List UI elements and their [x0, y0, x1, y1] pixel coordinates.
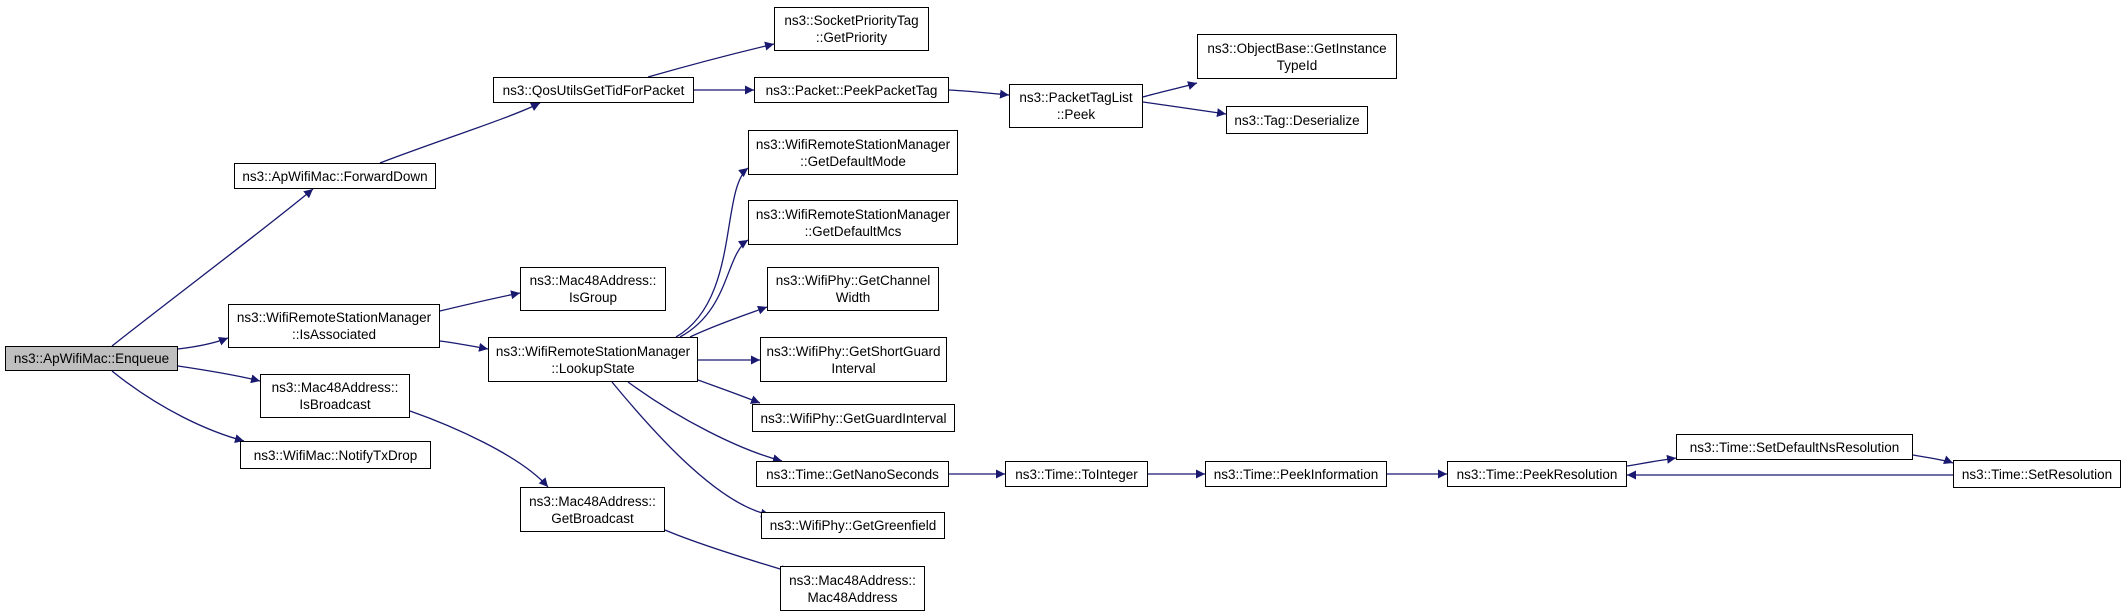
node-label-line: ns3::Mac48Address::: [529, 493, 656, 509]
node-label-line: ns3::WifiPhy::GetChannel: [775, 273, 931, 288]
node-get-greenfield[interactable]: ns3::WifiPhy::GetGreenfield: [761, 512, 945, 539]
node-get-nano-seconds[interactable]: ns3::Time::GetNanoSeconds: [756, 461, 949, 487]
edge-peek-resolution-to-set-default-ns-resolution: [1626, 454, 1677, 467]
edge-tag-list-peek-to-deserialize: [1142, 101, 1227, 118]
edge-lookup-state-to-get-nano-seconds: [627, 381, 783, 464]
node-is-associated[interactable]: ns3::WifiRemoteStationManager::IsAssocia…: [228, 304, 440, 348]
node-label-line: ::GetDefaultMcs: [804, 223, 902, 239]
node-label-line: ns3::ObjectBase::GetInstance: [1207, 40, 1387, 56]
node-label-line: ns3::WifiPhy::GetGreenfield: [769, 518, 937, 533]
node-label-line: IsGroup: [568, 290, 618, 305]
node-lookup-state[interactable]: ns3::WifiRemoteStationManager::LookupSta…: [488, 337, 698, 382]
node-label-line: ns3::QosUtilsGetTidForPacket: [502, 82, 685, 98]
edge-lookup-state-to-get-guard-interval: [697, 379, 761, 404]
node-label-line: ns3::PacketTagList: [1019, 90, 1133, 105]
node-deserialize[interactable]: ns3::Tag::Deserialize: [1226, 106, 1368, 134]
node-label-line: ns3::SocketPriorityTag: [784, 13, 919, 28]
node-socket-priority[interactable]: ns3::SocketPriorityTag::GetPriority: [774, 7, 929, 51]
node-enqueue[interactable]: ns3::ApWifiMac::Enqueue: [5, 346, 178, 371]
node-label-line: ns3::Mac48Address::: [271, 380, 399, 395]
edge-is-associated-to-lookup-state: [439, 340, 489, 352]
node-notify-tx-drop[interactable]: ns3::WifiMac::NotifyTxDrop: [240, 441, 431, 469]
edge-qos-utils-get-tid-to-socket-priority: [647, 41, 775, 78]
node-label-line: ns3::Packet::PeekPacketTag: [765, 82, 938, 98]
edge-enqueue-to-is-broadcast: [177, 365, 261, 384]
node-label-line: ns3::Time::SetDefaultNsResolution: [1689, 439, 1900, 455]
node-is-broadcast[interactable]: ns3::Mac48Address::IsBroadcast: [260, 374, 410, 418]
node-label-line: GetBroadcast: [551, 510, 634, 526]
node-label-line: Interval: [831, 360, 876, 376]
edge-enqueue-to-notify-tx-drop: [111, 370, 245, 444]
node-get-broadcast[interactable]: ns3::Mac48Address::GetBroadcast: [520, 487, 665, 532]
edge-get-broadcast-to-mac48address: [664, 529, 791, 574]
node-qos-utils-get-tid[interactable]: ns3::QosUtilsGetTidForPacket: [493, 77, 694, 103]
node-forward-down[interactable]: ns3::ApWifiMac::ForwardDown: [234, 163, 436, 189]
node-is-group[interactable]: ns3::Mac48Address::IsGroup: [520, 267, 666, 311]
node-label-line: ns3::Mac48Address::: [529, 273, 657, 288]
node-label-line: ns3::Time::GetNanoSeconds: [766, 466, 939, 482]
node-set-default-ns-resolution[interactable]: ns3::Time::SetDefaultNsResolution: [1676, 434, 1913, 460]
node-label-line: TypeId: [1276, 57, 1318, 73]
edge-lookup-state-to-get-greenfield: [611, 381, 771, 518]
edge-set-default-ns-resolution-to-set-resolution: [1912, 454, 1954, 465]
node-label-line: Width: [835, 290, 871, 305]
node-label-line: ::GetPriority: [815, 30, 888, 45]
node-label-line: ns3::ApWifiMac::Enqueue: [13, 351, 170, 366]
node-get-default-mode[interactable]: ns3::WifiRemoteStationManager::GetDefaul…: [748, 130, 958, 175]
node-to-integer[interactable]: ns3::Time::ToInteger: [1005, 461, 1148, 487]
node-label-line: ns3::ApWifiMac::ForwardDown: [242, 168, 428, 184]
edge-enqueue-to-forward-down: [111, 188, 314, 347]
node-label-line: ns3::WifiMac::NotifyTxDrop: [253, 447, 418, 463]
edge-enqueue-to-is-associated: [177, 337, 229, 350]
edge-peek-packet-tag-to-tag-list-peek: [948, 89, 1010, 99]
node-get-guard-interval[interactable]: ns3::WifiPhy::GetGuardInterval: [752, 404, 955, 432]
edge-tag-list-peek-to-get-instance-type-id: [1142, 81, 1198, 98]
node-label-line: ::IsAssociated: [291, 327, 377, 342]
edge-lookup-state-to-get-channel-width: [689, 305, 768, 338]
node-label-line: ns3::Time::SetResolution: [1961, 466, 2113, 482]
node-mac48address[interactable]: ns3::Mac48Address::Mac48Address: [780, 566, 925, 611]
node-set-resolution[interactable]: ns3::Time::SetResolution: [1953, 460, 2121, 488]
edge-lookup-state-to-get-default-mcs: [679, 239, 749, 338]
node-label-line: ns3::Time::PeekInformation: [1213, 466, 1379, 482]
node-label-line: ns3::WifiRemoteStationManager: [755, 206, 951, 222]
node-get-default-mcs[interactable]: ns3::WifiRemoteStationManager::GetDefaul…: [748, 200, 958, 245]
edge-lookup-state-to-get-default-mode: [675, 167, 749, 338]
node-label-line: ::GetDefaultMode: [800, 153, 906, 169]
node-peek-information[interactable]: ns3::Time::PeekInformation: [1205, 461, 1387, 487]
node-peek-resolution[interactable]: ns3::Time::PeekResolution: [1447, 461, 1627, 487]
edge-is-broadcast-to-get-broadcast: [409, 410, 549, 488]
edge-is-associated-to-is-group: [439, 290, 521, 312]
node-tag-list-peek[interactable]: ns3::PacketTagList::Peek: [1009, 84, 1143, 128]
node-label-line: ns3::WifiPhy::GetShortGuard: [766, 343, 941, 359]
edge-forward-down-to-qos-utils-get-tid: [379, 102, 541, 164]
node-label-line: ::LookupState: [551, 360, 635, 376]
node-label-line: ns3::Time::PeekResolution: [1456, 466, 1618, 482]
node-label-line: ns3::WifiRemoteStationManager: [495, 343, 691, 359]
node-label-line: ::Peek: [1056, 107, 1096, 122]
node-label-line: ns3::Tag::Deserialize: [1234, 112, 1360, 128]
node-label-line: ns3::WifiRemoteStationManager: [236, 310, 432, 325]
node-label-line: ns3::WifiRemoteStationManager: [755, 136, 951, 152]
node-label-line: ns3::Time::ToInteger: [1015, 466, 1138, 482]
node-label-line: ns3::WifiPhy::GetGuardInterval: [760, 410, 947, 426]
node-peek-packet-tag[interactable]: ns3::Packet::PeekPacketTag: [754, 77, 949, 103]
node-label-line: ns3::Mac48Address::: [789, 572, 916, 588]
node-label-line: Mac48Address: [807, 589, 898, 605]
node-label-line: IsBroadcast: [299, 397, 371, 412]
